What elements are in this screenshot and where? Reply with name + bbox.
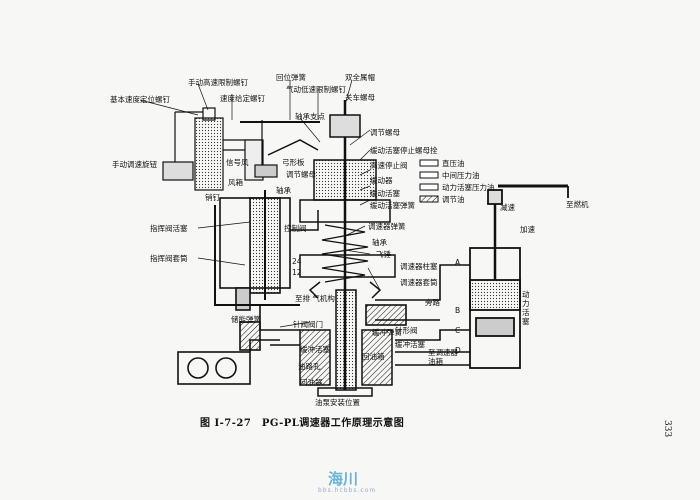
label-pilot-valve-bushing: 指挥阀套筒 <box>150 254 188 263</box>
label-speeder-ball: 调速器套筒 <box>400 278 438 287</box>
label-port-b: B <box>455 306 461 315</box>
label-oil-passage-hole: 油路孔 <box>298 362 321 371</box>
oil-pump <box>177 321 280 385</box>
legend-label-1: 中间压力油 <box>442 171 480 180</box>
label-bearing-pivot: 轴承支点 <box>295 112 325 121</box>
label-pneumatic-low-speed-screw: 气动低速限制螺钉 <box>286 85 346 94</box>
label-port-a: A <box>455 258 461 267</box>
label-power-piston: 动力活塞 <box>522 290 530 326</box>
label-high-speed-stop-valve: 高速停止阀 <box>370 161 408 170</box>
label-buffer-plunger: 缓冲活塞 <box>300 345 330 354</box>
label-val-12: 12 <box>292 268 302 277</box>
watermark-logo: 海川 <box>328 470 359 488</box>
speed-setting-assembly <box>162 107 320 191</box>
oil-passages <box>259 264 470 366</box>
label-to-tank: 至调速器油箱 <box>428 348 458 366</box>
label-buffer-piston-spring: 缓动活塞弹簧 <box>370 201 415 210</box>
legend-label-2: 动力活塞压力油 <box>442 183 495 192</box>
power-piston-cylinder <box>469 184 569 369</box>
page-number: 333 <box>662 420 672 438</box>
pilot-valve-body <box>214 190 319 311</box>
label-buffer-piston: 缓动活塞 <box>370 189 400 198</box>
label-bellows: 风箱 <box>228 178 243 187</box>
label-buffer-piston-2: 缓冲活塞 <box>395 340 425 349</box>
label-pilot-valve-sleeve: 指挥阀活塞 <box>150 224 188 233</box>
label-adjust-nut-2: 调节螺母 <box>286 170 316 179</box>
label-bearing-1: 轴承 <box>276 186 291 195</box>
label-buffer-piston-stop-pin: 缓动活塞停止螺母拴 <box>370 146 438 155</box>
label-manual-speed-knob: 手动调速旋钮 <box>112 160 157 169</box>
label-double-nut: 双全属帽 <box>345 73 375 82</box>
label-signal-air: 信号风 <box>226 158 249 167</box>
label-needle-valve: 针阀阀门 <box>293 320 323 329</box>
label-return-spring: 回位弹簧 <box>276 73 306 82</box>
label-bow-plate: 弓形板 <box>282 158 305 167</box>
label-control-valve: 控制阀 <box>284 224 307 233</box>
label-bypass: 旁路 <box>425 298 440 307</box>
label-reduce-speed: 减速 <box>500 203 515 212</box>
label-needle-valve-2: 针形阀 <box>395 326 418 335</box>
label-val-24: 24 <box>292 257 302 266</box>
label-flyweight: 飞锤 <box>376 250 391 259</box>
label-manual-speed-limit-screw: 手动高速限制螺钉 <box>188 78 248 87</box>
label-to-drain: 至排 气机构 <box>295 294 335 303</box>
label-oil-pump-check: 回油器 <box>300 378 323 387</box>
label-bearing-2: 轴承 <box>372 238 387 247</box>
label-oil-pump-return: 回油箱 <box>362 352 385 361</box>
label-base-speed-screw: 基本速度定位螺钉 <box>110 95 170 104</box>
legend <box>419 159 439 203</box>
legend-label-3: 调节油 <box>442 195 465 204</box>
label-speed-spring: 调速器弹簧 <box>368 222 406 231</box>
label-oil-pump-position: 油泵安装位置 <box>315 398 360 407</box>
label-speed-gap: 调速器柱塞 <box>400 262 438 271</box>
label-to-engine: 至燃机 <box>566 200 589 209</box>
watermark-url: bbs.hcbbs.com <box>318 487 377 494</box>
label-storage-spring: 储能弹簧 <box>231 315 261 324</box>
legend-label-0: 直压油 <box>442 159 465 168</box>
label-port-d: D <box>455 346 461 355</box>
label-buffer-spring: 缓冲弹簧 <box>372 328 402 337</box>
label-adjust-nut: 调节螺母 <box>370 128 400 137</box>
label-port-c: C <box>455 326 461 335</box>
label-increase-speed: 加速 <box>520 225 535 234</box>
label-stop-nut: 关车螺母 <box>345 93 375 102</box>
label-buffer-device: 缓动器 <box>370 176 393 185</box>
central-column <box>299 100 396 397</box>
figure-caption: 图 I-7-27 PG-PL调速器工作原理示意图 <box>200 418 405 429</box>
label-speed-set-screw: 速度给定螺钉 <box>220 94 265 103</box>
label-pin: 销钉 <box>205 193 220 202</box>
leader-lines <box>139 79 381 328</box>
